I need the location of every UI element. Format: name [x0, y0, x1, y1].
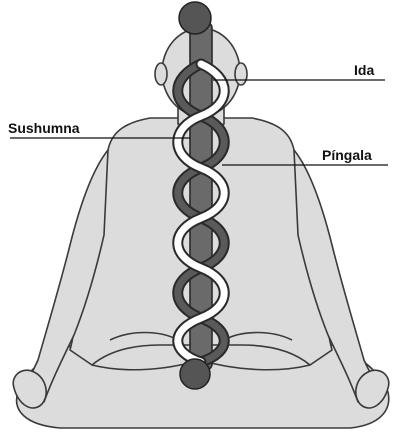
crown-node [178, 1, 212, 35]
left-ear [154, 62, 168, 86]
sushumna-label: Sushumna [8, 120, 80, 136]
left-hand [12, 369, 47, 409]
ida-label: Ida [354, 62, 374, 78]
right-ear [234, 62, 248, 86]
seated-figure [12, 27, 390, 429]
pingala-label: Píngala [322, 147, 372, 163]
nadi-channels [172, 58, 230, 368]
right-hand [355, 369, 390, 409]
root-node [179, 358, 211, 390]
